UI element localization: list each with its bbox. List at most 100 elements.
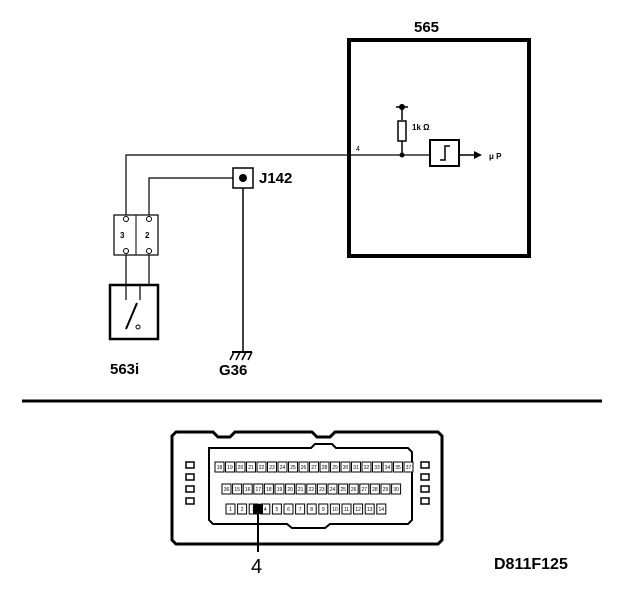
connector-pin-number: 20 bbox=[238, 465, 244, 471]
connector-pin-cavity bbox=[237, 503, 248, 515]
connector-pin-cavity bbox=[246, 461, 256, 473]
connector-pin-number: 15 bbox=[234, 487, 240, 493]
connector-pin-number: 33 bbox=[374, 465, 380, 471]
connector-pin-number: 30 bbox=[343, 465, 349, 471]
connector-pin-cavity bbox=[225, 503, 236, 515]
connector-pin-cavity bbox=[351, 461, 361, 473]
connector-pin-number: 19 bbox=[227, 465, 233, 471]
connector-pin-number: 14 bbox=[379, 507, 385, 513]
connector-pin-cavity bbox=[235, 461, 246, 473]
connector-pin-cavity bbox=[256, 461, 267, 473]
connector-pin-number: 37 bbox=[406, 465, 412, 471]
connector-pin-number: 21 bbox=[248, 465, 254, 471]
connector-pin-number: 27 bbox=[311, 465, 317, 471]
switch-contact bbox=[125, 302, 138, 330]
connector-pin-cavity bbox=[316, 483, 327, 495]
connector-pin-cavity bbox=[359, 483, 370, 495]
connector-pin-number: 10 bbox=[332, 507, 338, 513]
connector-pin-number: 1 bbox=[229, 507, 232, 513]
connector-pin-number: 31 bbox=[353, 465, 359, 471]
connector-pin-number: 18 bbox=[217, 465, 223, 471]
connector-pin-cavity bbox=[403, 461, 414, 473]
connector-pin-number: 25 bbox=[290, 465, 296, 471]
connector-pin-number: 36 bbox=[224, 487, 230, 493]
connector-pin-cavity bbox=[214, 461, 225, 473]
pin-4-highlight bbox=[253, 504, 263, 514]
connector-pin-cavity bbox=[338, 483, 349, 495]
connector-pin-number: 16 bbox=[245, 487, 251, 493]
connector-pin-cavity bbox=[263, 483, 274, 495]
connector-pin-cavity bbox=[330, 461, 340, 473]
connector-pin-number: 11 bbox=[344, 507, 349, 513]
connector-pin-cavity bbox=[327, 483, 338, 495]
supply-node bbox=[399, 104, 405, 110]
connector-pin-number: 17 bbox=[256, 487, 262, 493]
connector-pin-cavity bbox=[298, 461, 309, 473]
connector-pin-number: 22 bbox=[309, 487, 315, 493]
connector-pin-3: 3 bbox=[120, 231, 125, 240]
connector-pin-number: 20 bbox=[287, 487, 293, 493]
connector-pin-cavity bbox=[393, 461, 403, 473]
connector-pin-cavity bbox=[225, 461, 235, 473]
connector-pin-number: 26 bbox=[301, 465, 307, 471]
connector-pin-cavity bbox=[271, 503, 282, 515]
connector-pin-cavity bbox=[295, 483, 306, 495]
connector-pin-cavity bbox=[372, 461, 382, 473]
connector-pin-cavity bbox=[288, 461, 298, 473]
connector-pin-number: 13 bbox=[367, 507, 373, 513]
connector-pin-cavity bbox=[277, 461, 288, 473]
connector-pin-cavity bbox=[232, 483, 243, 495]
ground-label: G36 bbox=[219, 362, 247, 379]
connector-pin-number: 9 bbox=[322, 507, 325, 513]
connector-pin-number: 5 bbox=[276, 507, 279, 513]
connector-pin-number: 4 bbox=[264, 507, 267, 513]
connector-pin-number: 7 bbox=[299, 507, 302, 513]
connector-pin-cavity bbox=[348, 483, 359, 495]
connector-pin-number: 22 bbox=[259, 465, 265, 471]
junction-wire bbox=[148, 177, 233, 220]
connector-pin-cavity bbox=[361, 461, 372, 473]
ecu-565-box bbox=[347, 38, 531, 258]
connector-pin-cavity bbox=[319, 461, 330, 473]
signal-wire bbox=[125, 154, 430, 220]
connector-pin-cavity bbox=[391, 483, 402, 495]
connector-pin-number: 8 bbox=[310, 507, 313, 513]
connector-pin-number: 24 bbox=[280, 465, 286, 471]
connector-pin-number: 28 bbox=[322, 465, 328, 471]
connector-pin-cavity bbox=[242, 483, 253, 495]
connector-pin-number: 34 bbox=[385, 465, 391, 471]
connector-pin-number: 30 bbox=[393, 487, 399, 493]
connector-pin-cavity bbox=[283, 503, 294, 515]
switch-label: 563i bbox=[110, 361, 139, 378]
connector-pin-number: 28 bbox=[372, 487, 378, 493]
connector-pin-cavity bbox=[309, 461, 319, 473]
connector-pin-cavity bbox=[306, 483, 317, 495]
connector-pin-number: 6 bbox=[287, 507, 290, 513]
connector-pin-cavity bbox=[274, 483, 285, 495]
connector-pin-number: 24 bbox=[330, 487, 336, 493]
connector-pin-number: 12 bbox=[355, 507, 361, 513]
connector-callout: 4 bbox=[251, 556, 262, 578]
connector-pin-cavity bbox=[353, 503, 364, 515]
connector-pin-number: 29 bbox=[383, 487, 389, 493]
connector-pin-2: 2 bbox=[145, 231, 150, 240]
connector-pin-cavity bbox=[306, 503, 317, 515]
connector-pin-cavity bbox=[295, 503, 306, 515]
resistor-1k bbox=[397, 120, 407, 142]
resistor-label: 1k Ω bbox=[412, 123, 430, 132]
connector-pin-cavity bbox=[380, 483, 391, 495]
connector-pin-number: 21 bbox=[298, 487, 304, 493]
output-arrow bbox=[474, 151, 482, 159]
junction-label: J142 bbox=[259, 170, 292, 187]
connector-pin-cavity bbox=[376, 503, 387, 515]
connector-pin-cavity bbox=[340, 461, 351, 473]
ecu-565-label: 565 bbox=[414, 19, 439, 36]
connector-pin-cavity bbox=[364, 503, 375, 515]
connector-pin-cavity bbox=[329, 503, 340, 515]
connector-pin-cavity bbox=[285, 483, 296, 495]
connector-pin-cavity bbox=[382, 461, 393, 473]
connector-pin-number: 19 bbox=[277, 487, 283, 493]
connector-pin-number: 32 bbox=[364, 465, 370, 471]
figure-code: D811F125 bbox=[494, 556, 568, 573]
